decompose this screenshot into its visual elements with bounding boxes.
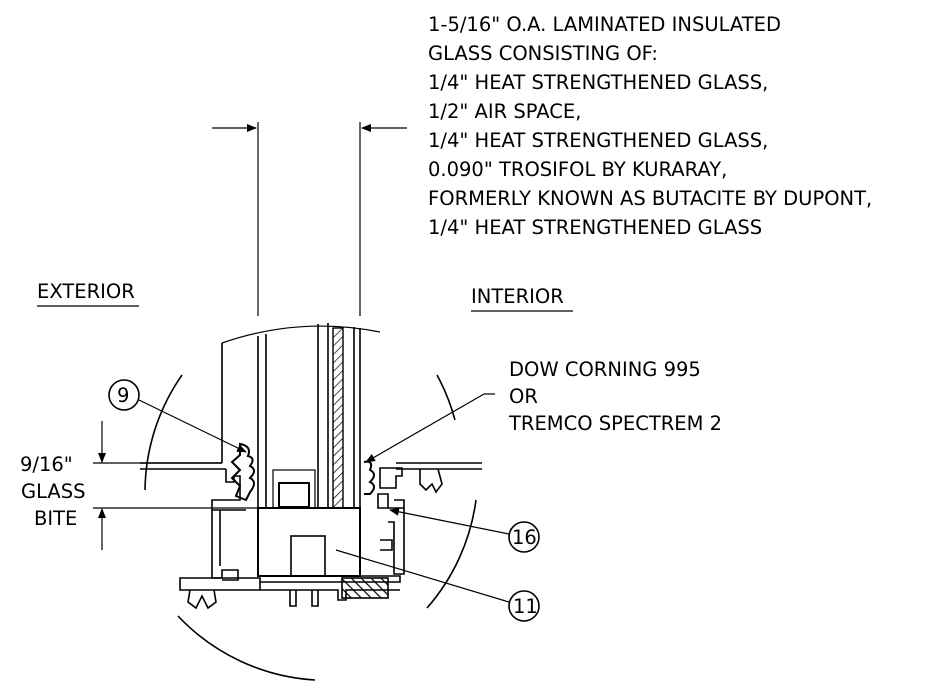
sill-thermal-break <box>341 577 389 599</box>
sill-rib-1 <box>289 590 297 607</box>
frame-exterior <box>140 462 261 610</box>
frame-ext-leg <box>211 510 239 581</box>
detail-circle-arc-right <box>426 499 477 609</box>
sill-rib-2 <box>311 590 319 607</box>
glass-bite-label: 9/16" GLASS BITE <box>20 453 86 530</box>
callout-11: 11 <box>335 549 540 622</box>
glass-spec-line-3: 1/4" HEAT STRENGTHENED GLASS, <box>428 71 768 94</box>
callout-9-leader <box>138 399 247 453</box>
sealant-note: DOW CORNING 995 OR TREMCO SPECTREM 2 <box>508 358 722 435</box>
glass-spec-line-8: 1/4" HEAT STRENGTHENED GLASS <box>428 216 762 239</box>
callout-11-leader <box>335 549 510 603</box>
glass-bite-line-3: BITE <box>34 507 77 530</box>
glass-spec-line-1: 1-5/16" O.A. LAMINATED INSULATED <box>428 13 781 36</box>
callout-11-label: 11 <box>513 595 538 618</box>
interior-label: INTERIOR <box>471 285 564 308</box>
sealant-line-3: TREMCO SPECTREM 2 <box>508 412 722 435</box>
interlayer-hatch <box>332 327 344 509</box>
frame-sill <box>260 575 401 607</box>
detail-circle-arc-bottom <box>177 615 316 681</box>
sill-top <box>260 575 401 583</box>
interior-sealant-bead <box>363 460 375 495</box>
detail-circle-arc-left <box>144 374 183 491</box>
glass-spec-line-4: 1/2" AIR SPACE, <box>428 100 581 123</box>
exterior-gasket <box>230 442 255 502</box>
callout-16-circle <box>508 521 540 553</box>
frame-ext-stop <box>211 469 246 511</box>
interior-gasket-wedge <box>377 493 389 509</box>
glass-spec-line-5: 1/4" HEAT STRENGTHENED GLASS, <box>428 129 768 152</box>
glass-spec-line-2: GLASS CONSISTING OF: <box>428 42 658 65</box>
detail-circle-arc-right-top <box>436 374 456 421</box>
callout-9-circle <box>108 379 140 411</box>
glass-spec-line-6: 0.090" TROSIFOL BY KURARAY, <box>428 158 727 181</box>
interior-stop-leg <box>388 507 405 575</box>
sealant-line-2: OR <box>509 385 538 408</box>
sealant-line-1: DOW CORNING 995 <box>509 358 701 381</box>
frame-int-clip <box>419 468 443 494</box>
frame-ext-clip <box>187 589 217 610</box>
sealant-leader <box>365 393 485 463</box>
callout-16-label: 16 <box>512 526 537 549</box>
callout-16: 16 <box>389 507 540 553</box>
glass-bite-line-1: 9/16" <box>20 453 73 476</box>
callout-9-label: 9 <box>117 384 129 407</box>
exterior-label: EXTERIOR <box>37 280 135 303</box>
setting-block <box>257 507 361 577</box>
glass-spec-note: 1-5/16" O.A. LAMINATED INSULATED GLASS C… <box>428 13 872 239</box>
spacer-block <box>278 482 310 508</box>
callout-11-circle <box>508 590 540 622</box>
callout-16-leader <box>389 507 510 535</box>
glass-unit <box>221 323 361 509</box>
glass-break-line <box>221 325 381 344</box>
glass-bite-line-2: GLASS <box>21 480 86 503</box>
frame-interior <box>363 460 482 575</box>
interior-stop-tab <box>380 539 393 551</box>
callout-9: 9 <box>108 379 247 453</box>
glass-spec-line-7: FORMERLY KNOWN AS BUTACITE BY DUPONT, <box>428 187 872 210</box>
interior-stop-hook <box>394 499 405 508</box>
setting-block-notch <box>290 535 326 577</box>
interior-stop-head <box>379 467 403 489</box>
frame-bottom-ext <box>179 577 261 591</box>
